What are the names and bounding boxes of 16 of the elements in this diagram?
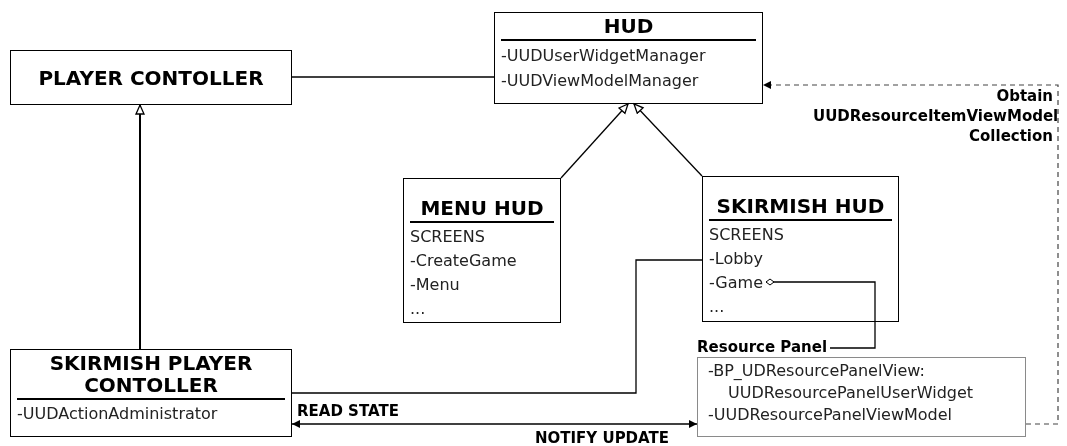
arrow	[560, 103, 629, 179]
arrow	[135, 104, 145, 350]
arrow	[291, 420, 698, 428]
annotation-text: NOTIFY UPDATE	[535, 428, 669, 446]
panel-heading: Resource Panel	[697, 337, 828, 357]
connector-line	[291, 259, 703, 394]
arrow	[633, 103, 703, 177]
class-box: MENU HUD SCREENS -CreateGame -Menu ...	[403, 178, 561, 323]
class-box: SKIRMISH HUD SCREENS -Lobby -Game ...	[702, 176, 899, 322]
edge-label: READ STATE	[297, 401, 399, 421]
class-box: SKIRMISH PLAYER CONTOLLER -UUDActionAdministrator	[10, 349, 292, 437]
class-box: PLAYER CONTOLLER	[10, 50, 292, 105]
panel-box: -BP_UDResourcePanelView: UUDResourcePanelUserWidget -UUDResourcePanelViewModel	[697, 357, 1026, 437]
class-box: HUD -UUDUserWidgetManager -UUDViewModelManager	[494, 12, 763, 104]
arrow	[762, 81, 1059, 425]
connector-line	[291, 76, 495, 78]
